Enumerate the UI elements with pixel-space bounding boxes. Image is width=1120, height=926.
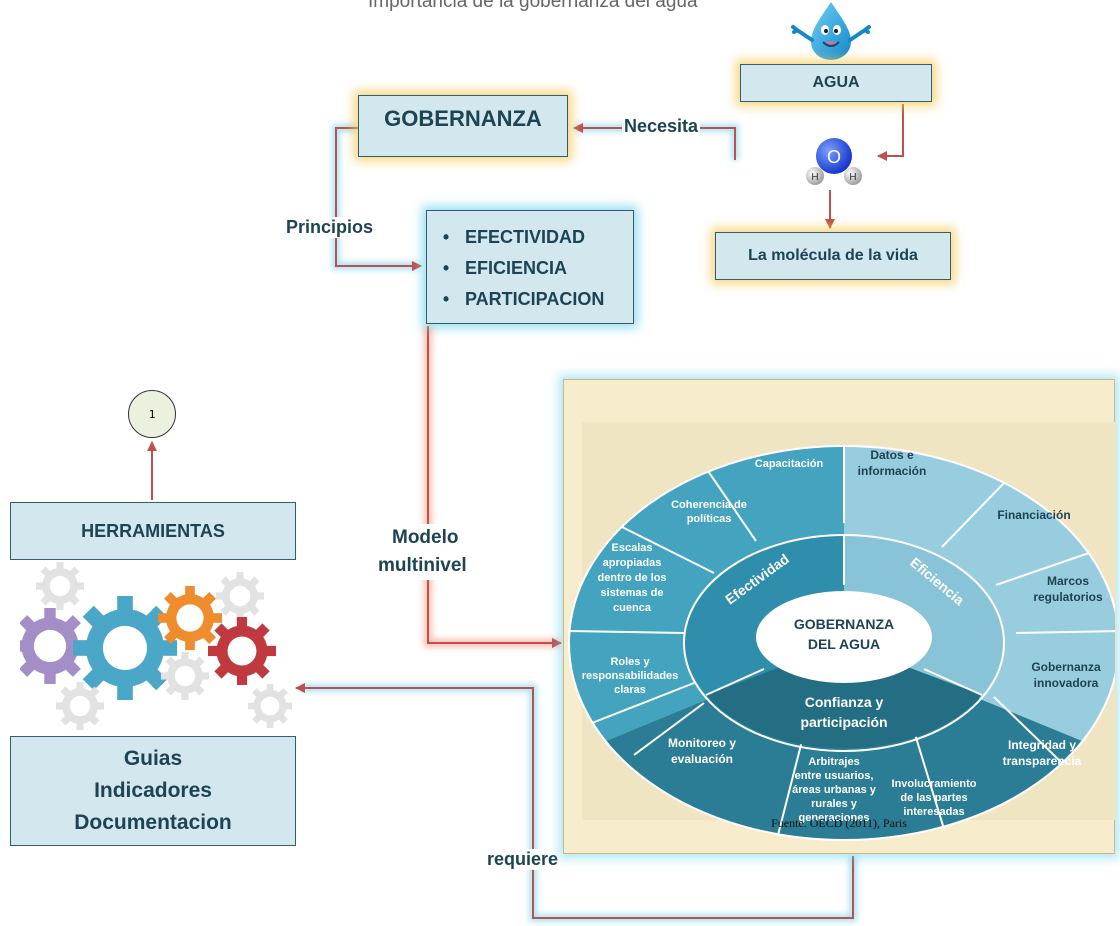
segment-escalas-3: dentro de los xyxy=(597,572,666,584)
hydrogen-left-label: H xyxy=(811,172,818,183)
wheel-label-confianza-1: Confianza y xyxy=(805,694,884,710)
segment-coherencia-2: políticas xyxy=(687,513,732,525)
gears-icon xyxy=(20,562,292,730)
segment-monitoreo-1: Monitoreo y xyxy=(668,736,736,750)
arrow-requiere xyxy=(295,683,854,919)
principle-item-eficiencia: •EFICIENCIA xyxy=(442,258,568,278)
edge-label-requiere: requiere xyxy=(484,849,562,870)
segment-roles-2: responsabilidades xyxy=(582,670,679,682)
segment-arbitrajes-4: rurales y xyxy=(811,798,858,810)
molecula-vida-box: La molécula de la vida xyxy=(715,232,951,280)
segment-escalas-1: Escalas xyxy=(612,542,653,554)
governance-wheel: GOBERNANZA DEL AGUA Efectividad Eficienc… xyxy=(568,445,1115,841)
tools-box: Guias Indicadores Documentacion xyxy=(10,736,296,846)
segment-gobernanza-innovadora-2: innovadora xyxy=(1034,676,1099,690)
page-caption: Importancia de la gobernanza del agua xyxy=(368,0,698,12)
arrow-agua-molecula xyxy=(877,104,904,161)
wheel-label-confianza-2: participación xyxy=(800,714,887,730)
segment-involucramiento-2: de las partes xyxy=(900,792,967,804)
segment-arbitrajes-3: áreas urbanas y xyxy=(792,784,877,796)
principle-item-efectividad: •EFECTIVIDAD xyxy=(442,227,586,247)
edge-label-modelo-multinivel: Modelo multinivel xyxy=(376,524,469,580)
connector-circle: 1 xyxy=(128,390,176,438)
segment-integridad-2: transparencia xyxy=(1003,754,1082,768)
arrow-principios xyxy=(335,127,422,271)
principle-item-participacion: •PARTICIPACION xyxy=(442,289,605,309)
segment-datos-1: Datos e xyxy=(870,448,914,462)
water-drop-mascot-icon xyxy=(791,2,871,60)
segment-monitoreo-2: evaluación xyxy=(671,752,733,766)
tool-item-guias: Guias xyxy=(123,747,183,770)
segment-marcos-2: regulatorios xyxy=(1033,590,1103,604)
segment-involucramiento-3: interesadas xyxy=(903,806,964,818)
edge-label-principios: Principios xyxy=(284,217,376,238)
segment-coherencia-1: Coherencia de xyxy=(671,499,747,511)
segment-arbitrajes-1: Arbitrajes xyxy=(808,756,859,768)
segment-financiacion: Financiación xyxy=(997,508,1070,522)
segment-roles-1: Roles y xyxy=(610,656,650,668)
segment-marcos-1: Marcos xyxy=(1047,574,1089,588)
herramientas-box: HERRAMIENTAS xyxy=(10,502,296,560)
tool-item-documentacion: Documentacion xyxy=(74,811,232,834)
segment-involucramiento-1: Involucramiento xyxy=(892,778,977,790)
tool-item-indicadores: Indicadores xyxy=(94,779,212,802)
segment-datos-2: información xyxy=(858,464,927,478)
segment-arbitrajes-2: entre usuarios, xyxy=(795,770,874,782)
principles-box: •EFECTIVIDAD •EFICIENCIA •PARTICIPACION xyxy=(426,210,634,324)
segment-capacitacion: Capacitación xyxy=(755,458,824,470)
segment-escalas-5: cuenca xyxy=(613,602,652,614)
edge-label-necesita: Necesita xyxy=(622,116,701,137)
segment-roles-3: claras xyxy=(614,684,646,696)
wheel-center-line2: DEL AGUA xyxy=(808,636,880,652)
gobernanza-box: GOBERNANZA xyxy=(358,95,568,157)
segment-escalas-2: apropiadas xyxy=(603,557,662,569)
segment-integridad-1: Integridad y xyxy=(1008,738,1076,752)
segment-gobernanza-innovadora-1: Gobernanza xyxy=(1031,660,1101,674)
h2o-molecule-icon: O H H xyxy=(806,138,862,185)
segment-escalas-4: sistemas de xyxy=(601,587,664,599)
hydrogen-right-label: H xyxy=(849,172,856,183)
segment-arbitrajes-5: generaciones xyxy=(799,812,870,824)
agua-box: AGUA xyxy=(740,64,932,102)
wheel-source: Fuente. OECD (2011), Paris xyxy=(771,816,907,830)
arrow-modelo-multinivel xyxy=(427,326,562,648)
oxygen-label: O xyxy=(827,147,841,167)
wheel-center-line1: GOBERNANZA xyxy=(794,616,894,632)
